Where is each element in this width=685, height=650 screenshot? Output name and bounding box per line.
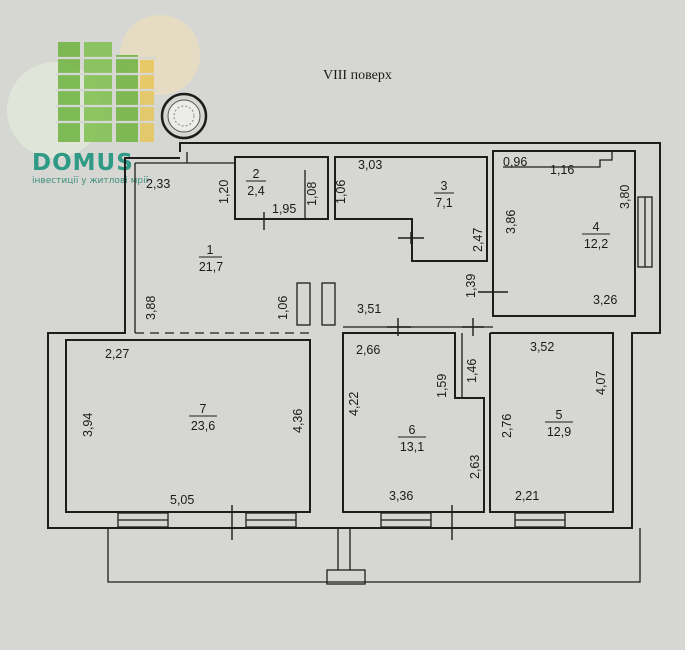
room-5-number: 5 [556,408,563,422]
room-5: 5 12,9 [545,408,573,439]
dim-label: 3,94 [81,413,95,437]
dim-label: 2,33 [146,177,170,191]
room-7-number: 7 [200,402,207,416]
domus-logo: DOMUS інвестиції у житлові мрії [7,15,200,186]
window-room5 [514,512,566,528]
dim-label: 2,27 [105,347,129,361]
room-6: 6 13,1 [398,423,426,454]
room-4: 4 12,2 [582,220,610,251]
dim-label: 0,96 [503,155,527,169]
room-5-area: 12,9 [547,425,571,439]
dim-label: 3,51 [357,302,381,316]
dim-label: 2,63 [468,455,482,479]
dim-label: 1,46 [465,359,479,383]
room-6-number: 6 [409,423,416,437]
dim-label: 2,66 [356,343,380,357]
room-3: 3 7,1 [434,179,454,210]
dim-label: 2,21 [515,489,539,503]
dim-label: 2,47 [471,228,485,252]
room-2: 2 2,4 [246,167,266,198]
dim-label: 2,76 [500,414,514,438]
window-room7-left [117,512,169,528]
dim-label: 1,20 [217,180,231,204]
round-stamp [160,92,208,140]
room-4-number: 4 [593,220,600,234]
room-3-area: 7,1 [435,196,452,210]
logo-brand: DOMUS [32,150,134,176]
dim-label: 1,06 [276,296,290,320]
dim-label: 4,07 [594,371,608,395]
dim-label: 1,39 [464,274,478,298]
dim-label: 3,88 [144,296,158,320]
room-1-area: 21,7 [199,260,223,274]
dim-label: 4,22 [347,392,361,416]
dim-label: 1,06 [334,180,348,204]
dim-label: 3,80 [618,185,632,209]
dim-label: 3,03 [358,158,382,172]
room-labels: 1 21,7 2 2,4 3 7,1 4 12,2 5 12,9 6 13,1 [189,167,610,454]
room-1: 1 21,7 [199,243,223,274]
room-4-area: 12,2 [584,237,608,251]
room-2-area: 2,4 [247,184,264,198]
dim-label: 4,36 [291,409,305,433]
room-7: 7 23,6 [189,402,217,433]
dim-label: 3,26 [593,293,617,307]
dim-label: 5,05 [170,493,194,507]
logo-tagline: інвестиції у житлові мрії [32,176,149,186]
door-markers [231,212,508,540]
dim-label: 1,08 [305,182,319,206]
room-1-number: 1 [207,243,214,257]
dimension-labels: 2,33 1,20 1,95 1,08 1,06 3,03 2,47 0,96 … [81,155,632,507]
window-room6 [380,512,432,528]
dim-label: 1,59 [435,374,449,398]
logo-buildings-icon [56,42,156,142]
dim-label: 1,95 [272,202,296,216]
room-3-number: 3 [441,179,448,193]
window-room7-right [245,512,297,528]
plan-walls [47,142,661,585]
floor-title: VIII поверх [323,68,392,83]
windows [117,512,566,528]
dim-label: 3,86 [504,210,518,234]
room-6-area: 13,1 [400,440,424,454]
dim-label: 1,16 [550,163,574,177]
room-2-number: 2 [253,167,260,181]
dim-label: 3,36 [389,489,413,503]
dim-label: 3,52 [530,340,554,354]
room-7-area: 23,6 [191,419,215,433]
